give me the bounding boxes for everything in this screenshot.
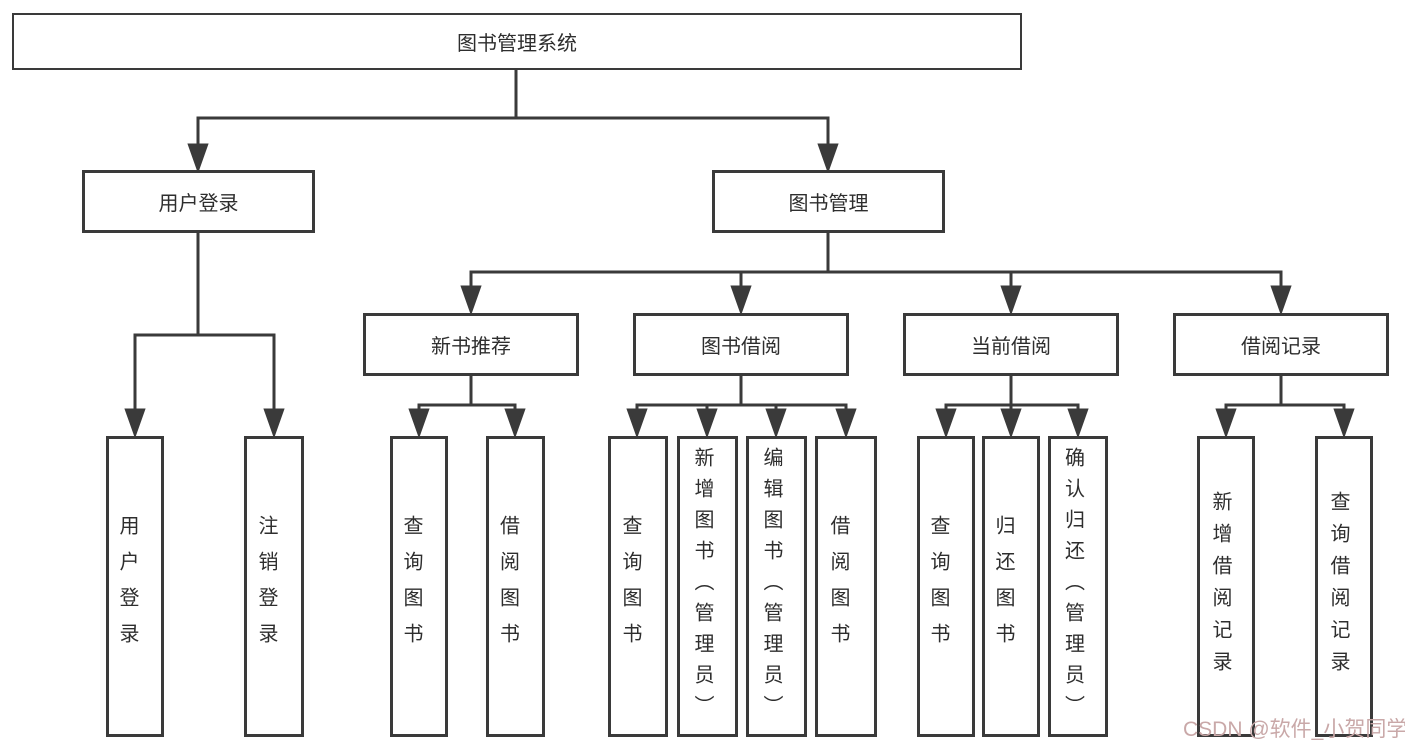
leaf-logout: 注销登录: [244, 436, 304, 737]
leaf-query-borrow-record: 查询借阅记录: [1315, 436, 1373, 737]
node-library-management-system: 图书管理系统: [12, 13, 1022, 70]
leaf-label: 新增借阅记录: [1209, 490, 1231, 683]
leaf-label: 确认归还（管理员）: [1061, 447, 1084, 726]
leaf-label: 新增图书（管理员）: [691, 447, 713, 726]
leaf-user-login: 用户登录: [106, 436, 164, 737]
node-book-borrow: 图书借阅: [633, 313, 849, 376]
node-book-management: 图书管理: [712, 170, 945, 233]
connector-new-book-recommend-children: [408, 376, 526, 439]
connector-book-management-children: [460, 233, 1292, 316]
leaf-label: 注销登录: [255, 514, 277, 659]
leaf-label: 查询借阅记录: [1327, 490, 1349, 683]
leaf-label: 编辑图书（管理员）: [760, 447, 782, 726]
connector-borrow-records-children: [1215, 376, 1355, 439]
leaf-borrow-books-recommend: 借阅图书: [486, 436, 545, 737]
leaf-label: 归还图书: [992, 514, 1014, 659]
connector-root-to-level2: [187, 70, 839, 174]
connector-current-borrow-children: [935, 376, 1089, 439]
connector-book-borrow-children: [626, 376, 857, 439]
node-new-book-recommend: 新书推荐: [363, 313, 579, 376]
leaf-query-books-current: 查询图书: [917, 436, 975, 737]
node-user-login: 用户登录: [82, 170, 315, 233]
leaf-label: 查询图书: [400, 514, 422, 659]
leaf-add-book-admin: 新增图书（管理员）: [677, 436, 738, 737]
leaf-query-books-borrow: 查询图书: [608, 436, 668, 737]
leaf-borrow-books: 借阅图书: [815, 436, 877, 737]
csdn-watermark: CSDN @软件_小贺同学: [1183, 718, 1405, 741]
leaf-add-borrow-record: 新增借阅记录: [1197, 436, 1255, 737]
leaf-label: 借阅图书: [496, 514, 519, 659]
leaf-label: 查询图书: [927, 514, 949, 659]
leaf-label: 借阅图书: [827, 514, 849, 659]
leaf-label: 用户登录: [116, 514, 138, 659]
node-borrow-records: 借阅记录: [1173, 313, 1389, 376]
leaf-return-book: 归还图书: [982, 436, 1040, 737]
connector-user-login-children: [124, 233, 285, 439]
leaf-label: 查询图书: [619, 514, 641, 659]
leaf-query-books-recommend: 查询图书: [390, 436, 448, 737]
leaf-edit-book-admin: 编辑图书（管理员）: [746, 436, 807, 737]
leaf-confirm-return-admin: 确认归还（管理员）: [1048, 436, 1108, 737]
node-current-borrow: 当前借阅: [903, 313, 1119, 376]
